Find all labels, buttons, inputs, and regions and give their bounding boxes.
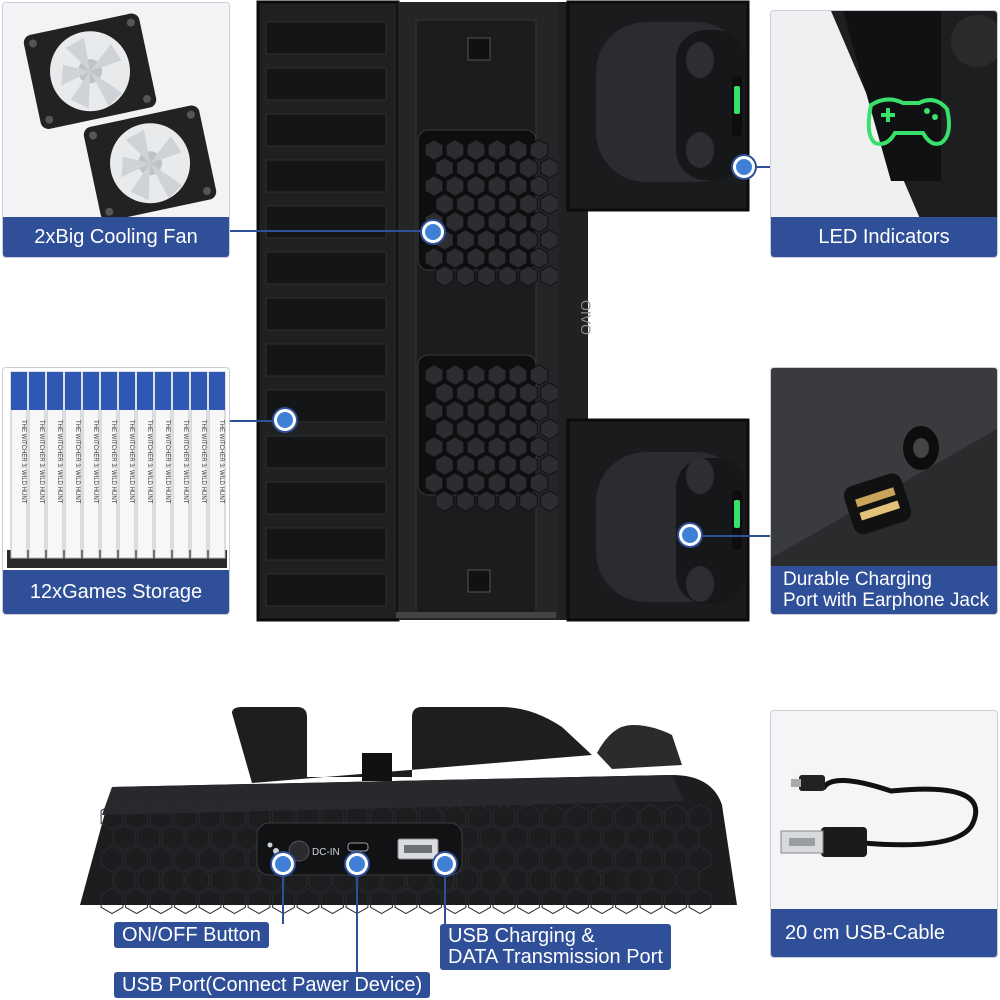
game-slot [265,113,387,147]
game-case: THE WITCHER 3: WILD HUNT [208,371,226,559]
brand-logo: OIVO [578,300,594,335]
charging-port-label-line1: Durable Charging [783,569,932,590]
charging-port-label: Durable Charging Port with Earphone Jack [771,566,997,614]
svg-text:THE WITCHER 3: WILD HUNT: THE WITCHER 3: WILD HUNT [74,420,80,504]
game-case: THE WITCHER 3: WILD HUNT [118,371,136,559]
game-slot [265,481,387,515]
usb-cable-panel: 20 cm USB-Cable [770,710,998,958]
port-connector-line [700,535,770,537]
usb-cable-label: 20 cm USB-Cable [771,909,997,957]
dc-in-label: DC-IN [312,847,340,858]
game-slot [265,435,387,469]
game-case: THE WITCHER 3: WILD HUNT [64,371,82,559]
svg-text:THE WITCHER 3: WILD HUNT: THE WITCHER 3: WILD HUNT [110,420,116,504]
game-slot [265,573,387,607]
usb-charging-callout-line1: USB Charging & [448,925,595,947]
game-case: THE WITCHER 3: WILD HUNT [46,371,64,559]
usb-charging-connector-line [444,876,446,946]
game-slot [265,251,387,285]
svg-text:THE WITCHER 3: WILD HUNT: THE WITCHER 3: WILD HUNT [20,420,26,504]
led-indicator-panel: LED Indicators [770,10,998,258]
port-connector-dot [679,524,701,546]
game-cases-illustration: THE WITCHER 3: WILD HUNT THE WITCHER 3: W… [3,368,229,614]
game-case: THE WITCHER 3: WILD HUNT [136,371,154,559]
on-off-callout: ON/OFF Button [114,922,269,948]
svg-text:THE WITCHER 3: WILD HUNT: THE WITCHER 3: WILD HUNT [38,420,44,504]
on-off-connector-dot [272,853,294,875]
led-indicator-illustration [771,11,997,257]
base-side-view: DC-IN [80,707,737,915]
game-case: THE WITCHER 3: WILD HUNT [190,371,208,559]
fan-connector-dot [422,221,444,243]
usb-port-callout: USB Port(Connect Pawer Device) [114,972,431,998]
micro-usb-port [347,842,369,852]
game-case: THE WITCHER 3: WILD HUNT [82,371,100,559]
svg-text:THE WITCHER 3: WILD HUNT: THE WITCHER 3: WILD HUNT [218,420,224,504]
gamepad-icon [866,97,951,146]
on-off-connector-line [282,876,284,924]
charging-port-panel: Durable Charging Port with Earphone Jack [770,367,998,615]
led-indicator-upper [732,76,742,136]
game-case: THE WITCHER 3: WILD HUNT [154,371,172,559]
games-connector-dot [274,409,296,431]
game-case: THE WITCHER 3: WILD HUNT [10,371,28,559]
game-case: THE WITCHER 3: WILD HUNT [172,371,190,559]
fan-connector-line [230,230,430,232]
usb-charging-callout: USB Charging & DATA Transmission Port [440,924,671,970]
svg-text:THE WITCHER 3: WILD HUNT: THE WITCHER 3: WILD HUNT [128,420,134,504]
cooling-fan-label: 2xBig Cooling Fan [3,217,229,257]
led-indicators-label: LED Indicators [771,217,997,257]
charging-port-label-line2: Port with Earphone Jack [783,590,989,611]
usb-port-connector-line [356,876,358,976]
game-slot [265,21,387,55]
game-slot [265,67,387,101]
game-case: THE WITCHER 3: WILD HUNT [100,371,118,559]
cooling-fan-illustration [3,3,229,257]
games-storage-panel: THE WITCHER 3: WILD HUNT THE WITCHER 3: W… [2,367,230,615]
game-slot [265,159,387,193]
svg-text:THE WITCHER 3: WILD HUNT: THE WITCHER 3: WILD HUNT [200,420,206,504]
cooling-fan-panel: 2xBig Cooling Fan [2,2,230,258]
led-connector-dot [733,156,755,178]
svg-text:THE WITCHER 3: WILD HUNT: THE WITCHER 3: WILD HUNT [92,420,98,504]
games-connector-line [230,420,284,422]
svg-text:THE WITCHER 3: WILD HUNT: THE WITCHER 3: WILD HUNT [56,420,62,504]
usb-charging-callout-line2: DATA Transmission Port [448,946,663,968]
led-indicator-lower [732,490,742,550]
game-slot [265,205,387,239]
usb-charging-connector-dot [434,853,456,875]
vertical-stand: OIVO [256,0,750,622]
game-slot [265,343,387,377]
game-slot [265,297,387,331]
game-case: THE WITCHER 3: WILD HUNT [28,371,46,559]
svg-text:THE WITCHER 3: WILD HUNT: THE WITCHER 3: WILD HUNT [164,420,170,504]
power-button [288,840,310,862]
games-storage-label: 12xGames Storage [3,570,229,614]
usb-port-connector-dot [346,853,368,875]
game-slot [265,527,387,561]
svg-text:THE WITCHER 3: WILD HUNT: THE WITCHER 3: WILD HUNT [146,420,152,504]
led-connector-line [746,166,770,168]
svg-text:THE WITCHER 3: WILD HUNT: THE WITCHER 3: WILD HUNT [182,420,188,504]
